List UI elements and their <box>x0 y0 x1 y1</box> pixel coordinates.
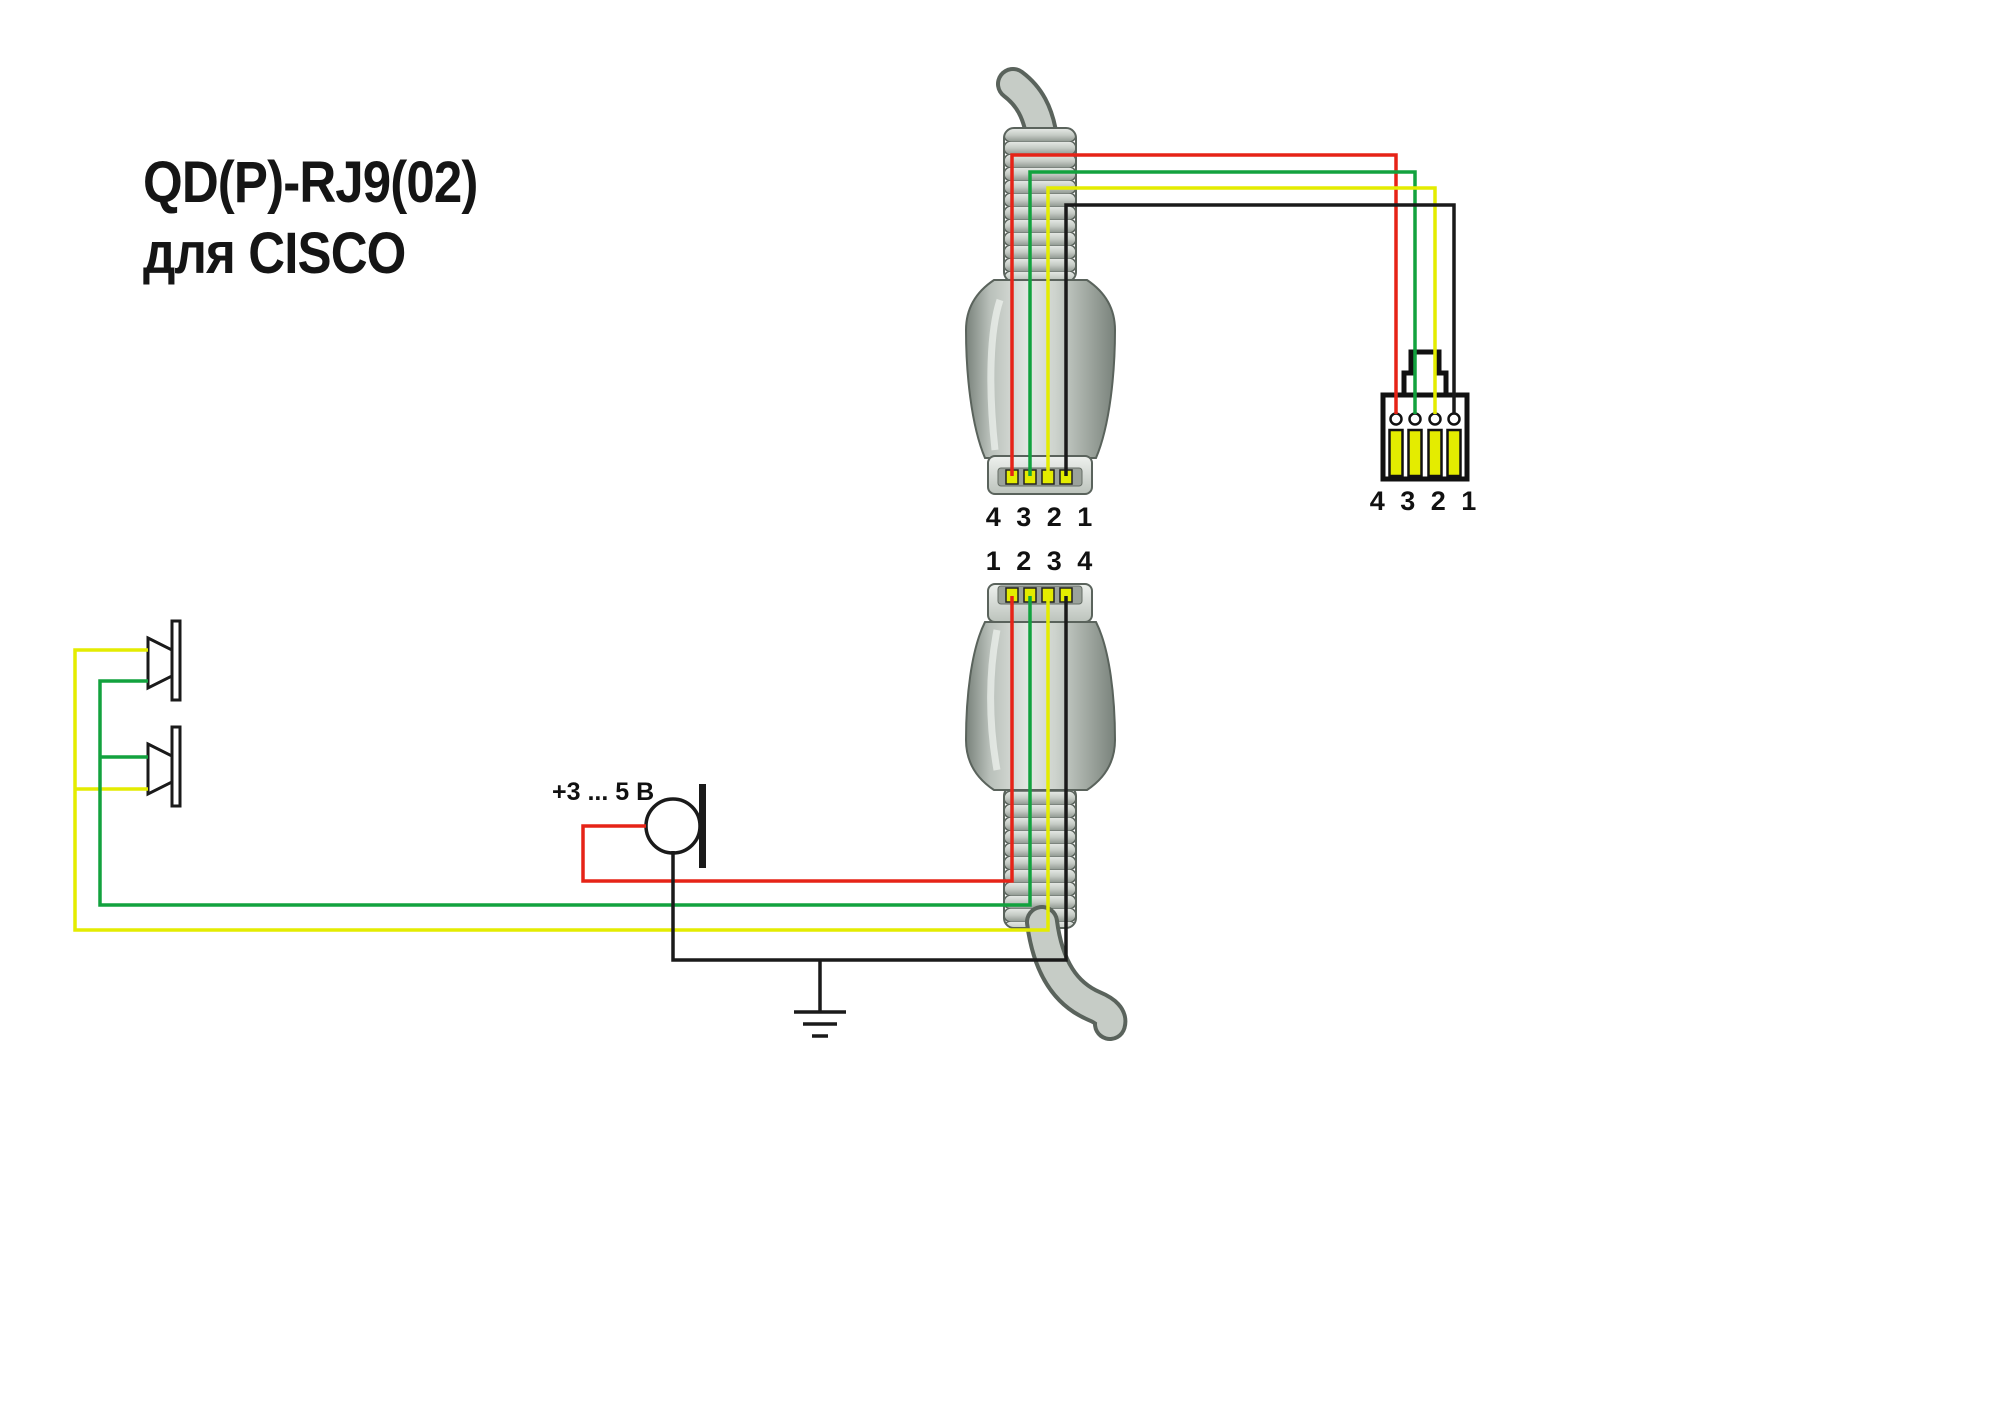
wire-yellow-speakers <box>73 596 1050 932</box>
wire-red-microphone <box>581 596 1014 883</box>
qd-connector-top <box>964 67 1117 495</box>
title-line1: QD(P)-RJ9(02) <box>143 150 478 215</box>
rj9-latch <box>1401 349 1449 395</box>
rj9-pins <box>1388 412 1462 478</box>
qd-connector-bottom <box>964 583 1128 1041</box>
bottom-cable-fill <box>1029 909 1124 1037</box>
wire-green-speakers <box>98 596 1032 907</box>
speakers <box>146 619 182 808</box>
speaker-cone <box>146 741 174 797</box>
speaker-bottom <box>146 725 182 808</box>
top-body <box>964 279 1117 459</box>
bottom-body <box>964 621 1117 791</box>
diagram-title: QD(P)-RJ9(02) для CISCO <box>143 148 478 290</box>
mic-voltage-label: +3 ... 5 В <box>552 778 655 806</box>
qd-bottom-pin-numbers: 1 2 3 4 <box>985 546 1097 576</box>
rj9-pin-numbers: 4 3 2 1 <box>1369 486 1481 516</box>
microphone-plate <box>699 784 706 868</box>
top-body-highlight <box>987 298 1004 451</box>
wire-green-qd-to-rj9 <box>1028 170 1417 476</box>
microphone-circle <box>644 797 702 855</box>
wire-black-qd-to-rj9 <box>1064 203 1456 476</box>
wire-red-qd-to-rj9 <box>1010 153 1398 476</box>
wire-black-ground <box>671 596 1068 962</box>
microphone <box>644 784 706 868</box>
ground-symbol <box>794 960 846 1038</box>
wires <box>73 153 1456 962</box>
wire-yellow-qd-to-rj9 <box>1046 186 1437 476</box>
title-line2: для CISCO <box>143 220 406 286</box>
speaker-top <box>146 619 182 702</box>
bottom-body-highlight <box>987 629 1001 771</box>
bottom-face-contacts <box>1005 587 1073 603</box>
qd-top-pin-numbers: 4 3 2 1 <box>985 502 1097 532</box>
speaker-cone <box>146 635 174 691</box>
